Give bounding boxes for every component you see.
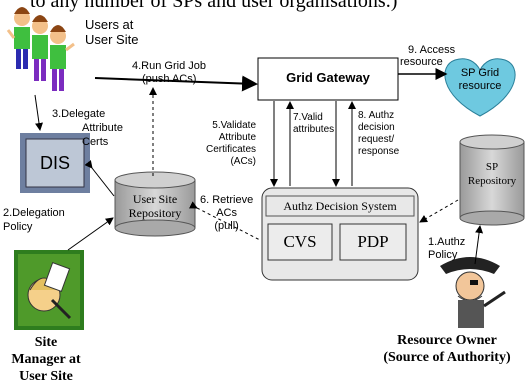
resource-owner-line2: (Source of Authority) [383,350,511,365]
user-repo-line1: User Site [132,192,178,206]
step-delegation-policy-line2: Policy [3,221,33,233]
step-authz-request-label: 8. Authz decision request/ response [358,110,399,158]
step-retrieve-line3: (pull) [214,220,239,232]
top-banner-text: to any number of SPs and user organisati… [30,0,398,12]
step-authz-req-line4: response [358,146,400,157]
authz-decision-system-box [261,187,419,281]
step-run-job-line1: 4.Run Grid Job [132,60,206,72]
site-manager-line1: Site [34,335,58,350]
step-authz-req-line1: 8. Authz [358,110,395,121]
step-run-job-label: 4.Run Grid Job (push ACs) [132,60,206,86]
arrow-run-grid-job [94,75,258,92]
step-validate-label: 5.Validate Attribute Certificates (ACs) [206,120,256,168]
step-valid-attr-line2: attributes [293,124,335,135]
dis-box [20,133,90,193]
sp-grid-resource-label: SP Grid resource [452,67,508,93]
dis-label: DIS [39,153,70,173]
step-access-label: 9. Access resource [400,44,455,68]
site-manager-line3: User Site [19,369,73,384]
grid-gateway-label: Grid Gateway [286,70,370,85]
step-retrieve-line2: ACs [216,207,237,219]
arrow-sp-repository-authz [419,199,459,223]
step-delegate-line2: Attribute [82,122,123,134]
step-valid-attr-line1: 7.Valid [293,112,323,123]
users-label-line1: Users at [85,17,134,32]
sp-grid-resource-line1: SP Grid [460,67,500,79]
step-authz-policy-line1: 1.Authz [428,236,466,248]
step-delegation-policy-label: 2.Delegation Policy [3,206,65,234]
sp-repo-line1: SP [485,161,499,173]
step-access-line1: 9. Access [408,44,456,56]
sp-repo-line2: Repository [467,175,517,187]
sp-repository-label: SP Repository [460,160,524,188]
step-validate-line1: 5.Validate [212,120,257,131]
sp-repository-cylinder [459,134,525,226]
step-authz-policy-line2: Policy [428,249,458,261]
resource-owner-line1: Resource Owner [397,333,497,348]
site-manager-icon [14,250,84,330]
step-retrieve-label: 6. Retrieve ACs (pull) [200,194,253,233]
step-retrieve-line1: 6. Retrieve [200,194,254,206]
step-validate-line3: Certificates [206,144,257,155]
user-repo-line2: Repository [128,206,182,220]
user-repo-label: User Site Repository [115,192,195,220]
users-label: Users at User Site [85,17,138,47]
users-label-line2: User Site [85,32,139,47]
step-delegate-label: 3.Delegate Attribute Certs [52,107,123,149]
step-access-line2: resource [400,56,443,68]
step-authz-req-line3: request/ [358,134,395,145]
arrow-users-to-dis [34,94,43,131]
arrow-authz-policy [474,225,484,265]
site-manager-line2: Manager at [11,352,81,367]
grid-gateway-box [257,57,399,101]
sp-grid-resource-line2: resource [458,80,502,92]
cvs-label: CVS [283,232,317,251]
step-run-job-line2: (push ACs) [142,73,197,85]
authz-system-title: Authz Decision System [283,199,397,213]
step-delegate-line1: 3.Delegate [52,108,106,120]
step-delegate-line3: Certs [82,136,109,148]
arrow-dis-repository [84,160,115,197]
user-site-repository-cylinder [114,171,196,237]
resource-owner-label: Resource Owner (Source of Authority) [368,332,526,366]
resource-owner-icon [440,257,506,328]
pdp-label: PDP [357,232,389,251]
step-validate-line4: (ACs) [230,156,257,167]
step-delegation-policy-line1: 2.Delegation [3,207,65,219]
arrow-delegation-policy [67,217,114,251]
step-validate-line2: Attribute [218,132,257,143]
step-authz-req-line2: decision [358,122,395,133]
users-figure-icon [6,7,75,91]
step-valid-attributes-label: 7.Valid attributes [293,112,334,136]
step-authz-policy-label: 1.Authz Policy [428,236,465,262]
site-manager-label: Site Manager at User Site [6,334,86,385]
